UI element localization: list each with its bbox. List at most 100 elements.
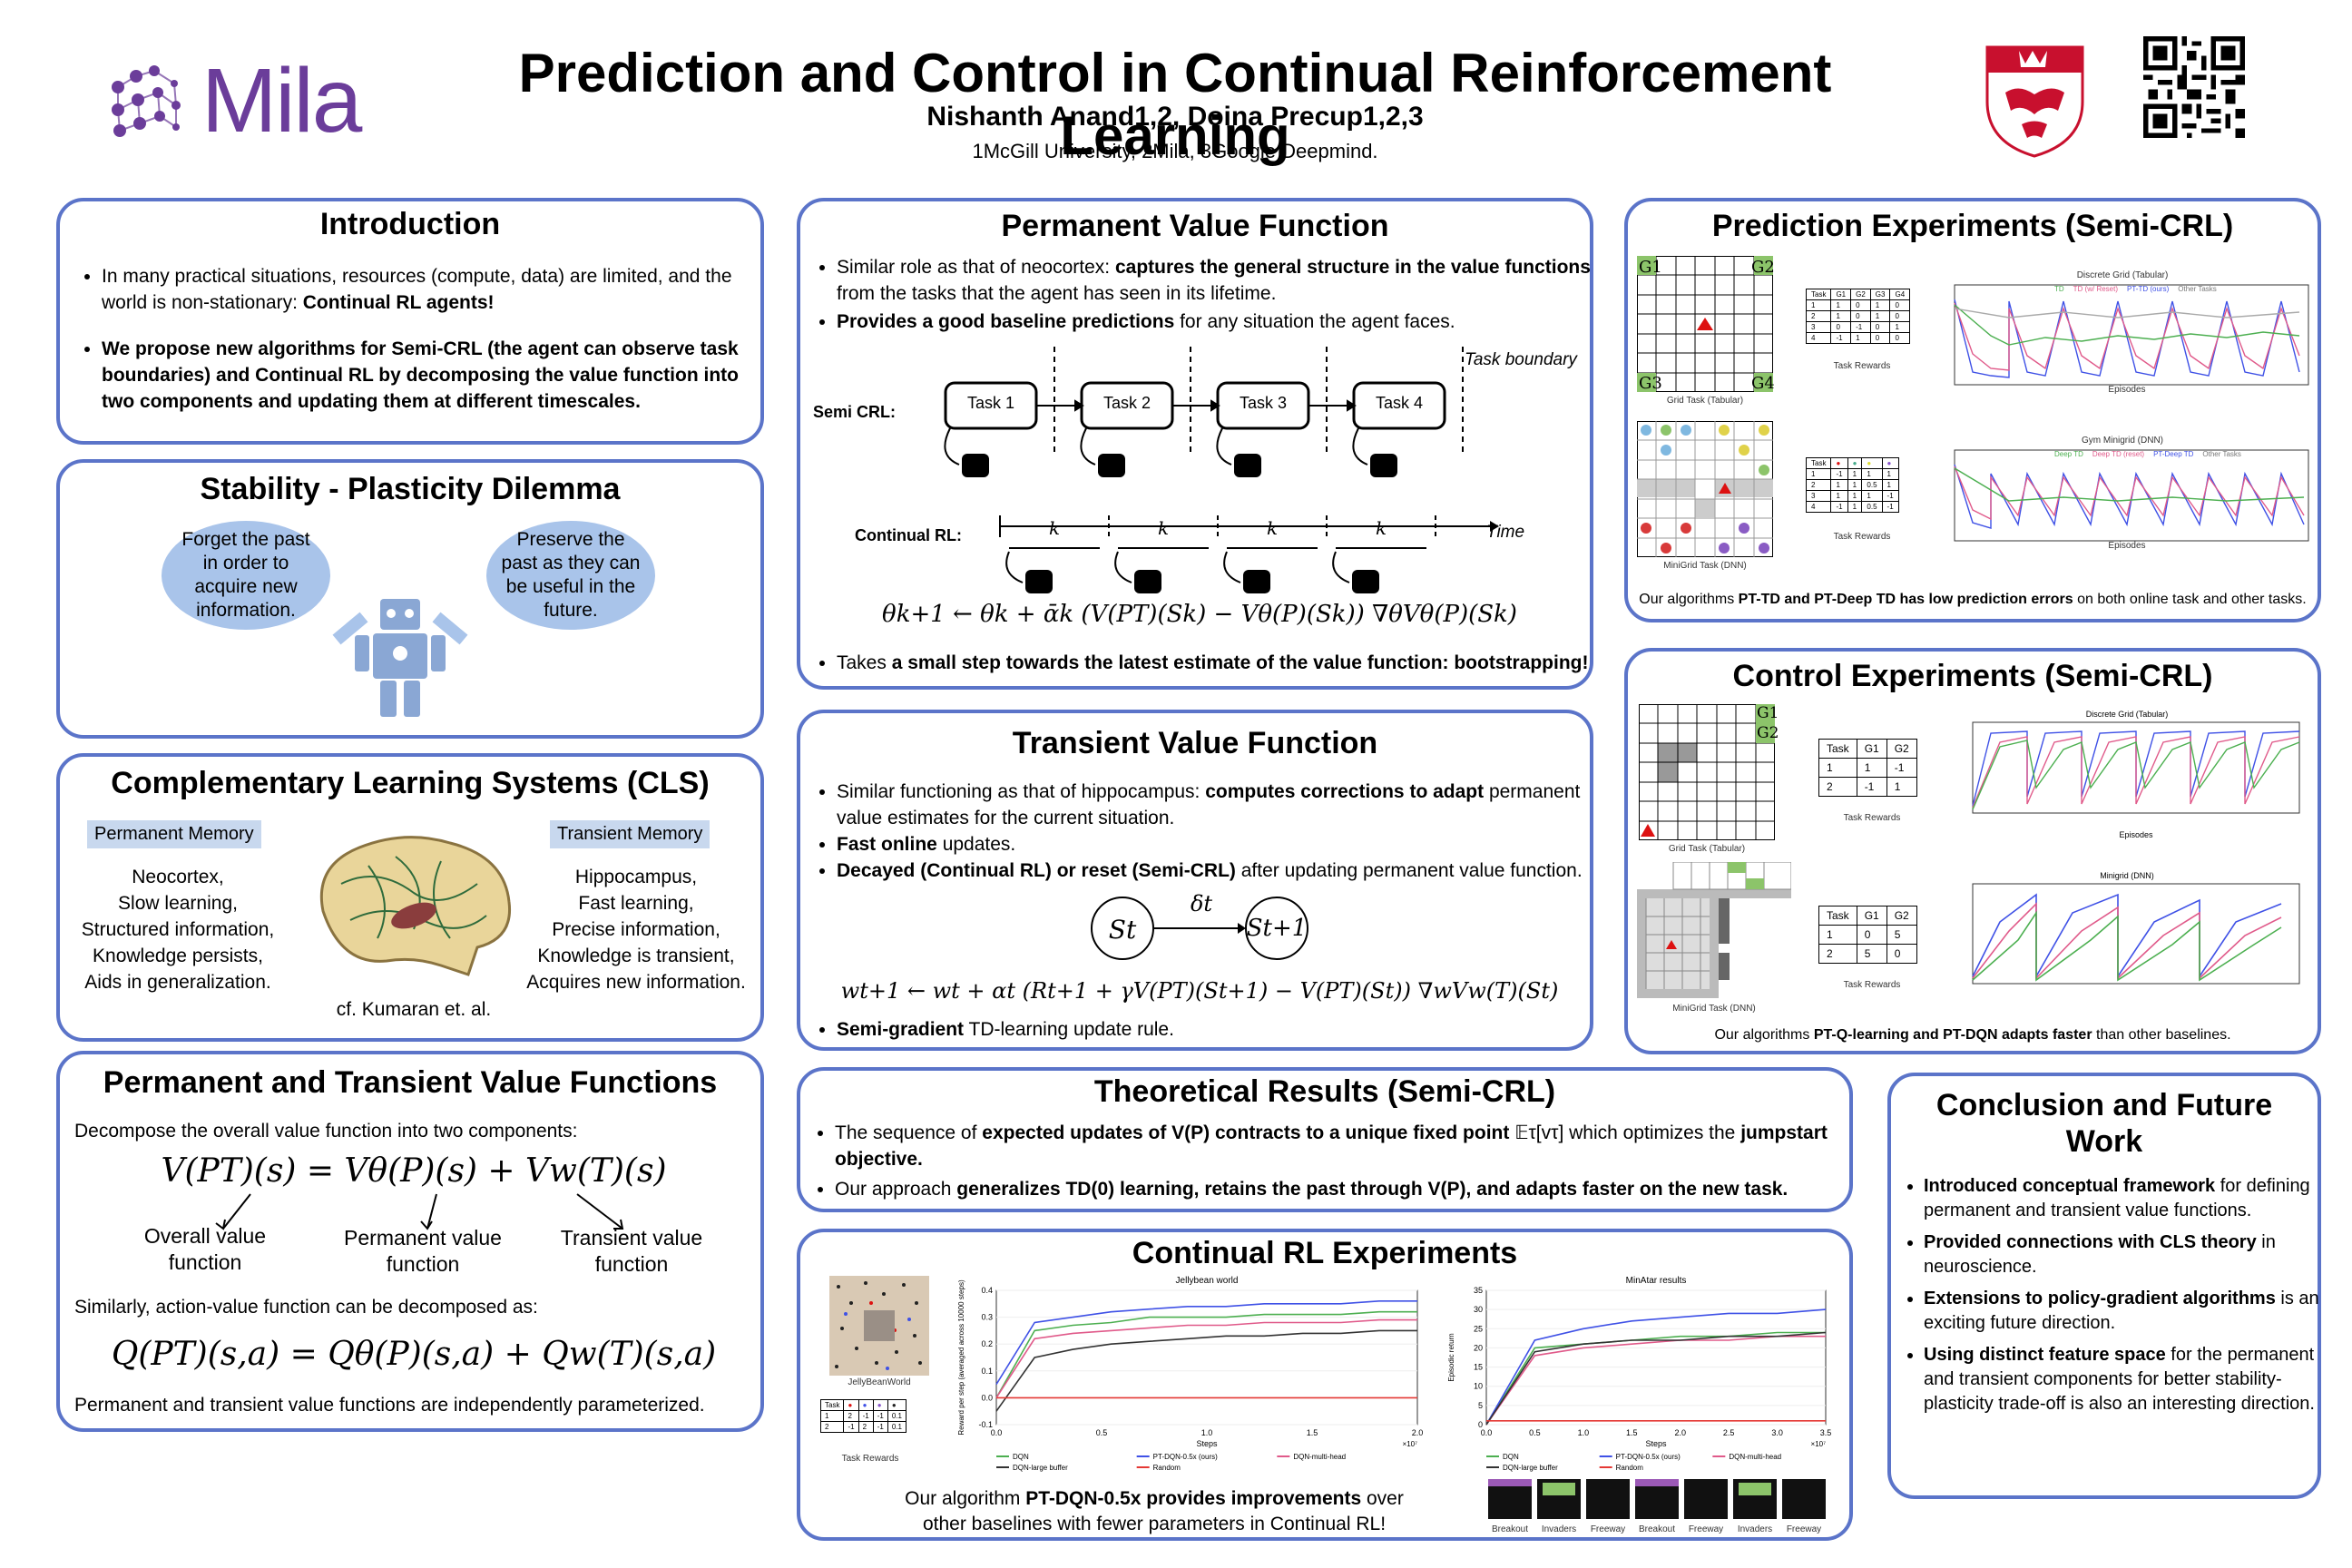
intro-bullet-1: In many practical situations, resources … bbox=[102, 263, 764, 316]
x-tick-label: 3.5 bbox=[1820, 1428, 1832, 1437]
task-3-box: Task 3 bbox=[1239, 394, 1288, 412]
semi-crl-diagram bbox=[944, 347, 1499, 593]
x-tick-label: 2.0 bbox=[1674, 1428, 1686, 1437]
legend-label: DQN-large buffer bbox=[1013, 1464, 1068, 1472]
y-tick-label: 10 bbox=[1474, 1382, 1483, 1391]
game-freeway-1 bbox=[1586, 1479, 1630, 1519]
theory-bullet-2: Our approach generalizes TD(0) learning,… bbox=[835, 1176, 1851, 1202]
game-label-7: Freeway bbox=[1786, 1524, 1822, 1534]
series-line-4 bbox=[1485, 1331, 1827, 1426]
game-freeway-3 bbox=[1782, 1479, 1826, 1519]
game-breakout-2 bbox=[1635, 1479, 1679, 1519]
theory-panel: Theoretical Results (Semi-CRL) The seque… bbox=[797, 1067, 1853, 1212]
legend-label: Random bbox=[1616, 1464, 1644, 1472]
game-label-1: Breakout bbox=[1491, 1524, 1529, 1534]
mila-logo: Mila bbox=[100, 50, 390, 156]
tvf-bullets: Similar functioning as that of hippocamp… bbox=[811, 779, 1599, 893]
control-chart-tabular: Discrete Grid (Tabular) Episodes bbox=[1972, 710, 2300, 839]
label-overall-value: Overall value function bbox=[143, 1224, 267, 1274]
conclusion-item-2: Provided connections with CLS theory in … bbox=[1924, 1230, 2323, 1279]
pvf-update-equation: θk+1 ← θk + ᾱk (V(PT)(Sk) − Vθ(P)(Sk)) ∇… bbox=[882, 601, 1517, 628]
prediction-panel: Prediction Experiments (Semi-CRL) G1 G2 … bbox=[1624, 198, 2321, 622]
prediction-title: Prediction Experiments (Semi-CRL) bbox=[1711, 209, 2234, 243]
pred-chart2-title: Gym Minigrid (DNN) bbox=[2082, 436, 2163, 446]
x-scale-note: ×10⁷ bbox=[1403, 1440, 1418, 1448]
pvf-title: Permanent Value Function bbox=[1001, 209, 1389, 243]
delta-label: δt bbox=[1190, 891, 1213, 916]
brain-icon bbox=[319, 836, 512, 976]
pred-summary: Our algorithms PT-TD and PT-Deep TD has … bbox=[1639, 592, 2307, 607]
task-2-box: Task 2 bbox=[1102, 394, 1152, 412]
equation-arrows bbox=[215, 1193, 624, 1230]
legend-label: DQN bbox=[1503, 1453, 1519, 1461]
y-tick-label: 0.0 bbox=[981, 1393, 993, 1402]
control-grid-g1: G1 bbox=[1757, 704, 1779, 722]
plot-area bbox=[1485, 1289, 1827, 1426]
y-tick-label: 30 bbox=[1474, 1305, 1483, 1314]
ptvf-value-equation: V(PT)(s) = Vθ(P)(s) + Vw(T)(s) bbox=[161, 1152, 667, 1190]
conclusion-item-1: Introduced conceptual framework for defi… bbox=[1924, 1174, 2323, 1223]
task-4-box: Task 4 bbox=[1375, 394, 1424, 412]
control-chart-dnn: Minigrid (DNN) bbox=[1972, 871, 2300, 985]
conclusion-bullets: Introduced conceptual framework for defi… bbox=[1898, 1174, 2323, 1426]
theory-bullets: The sequence of expected updates of V(P)… bbox=[809, 1120, 1851, 1211]
svg-text:Minigrid (DNN): Minigrid (DNN) bbox=[2100, 871, 2154, 880]
series-line-2 bbox=[1485, 1308, 1827, 1426]
pred-grid-label-g3: G3 bbox=[1639, 374, 1662, 393]
pred-chart2-legend: Deep TD Deep TD (reset) PT-Deep TD Other… bbox=[2054, 450, 2241, 458]
chart-title: MinAtar results bbox=[1626, 1276, 1687, 1286]
y-tick-label: 15 bbox=[1474, 1363, 1483, 1372]
chart-title: Jellybean world bbox=[1176, 1276, 1239, 1286]
mila-network-icon bbox=[112, 65, 181, 137]
mcgill-crest-icon bbox=[1985, 45, 2084, 158]
intro-title: Introduction bbox=[319, 207, 501, 241]
control-reward-caption-2: Task Rewards bbox=[1843, 980, 1901, 990]
pred-chart2-xlabel: Episodes bbox=[2108, 541, 2146, 551]
transient-memory-list: Hippocampus, Fast learning, Precise info… bbox=[526, 867, 746, 993]
k-label-2: k bbox=[1158, 517, 1170, 539]
ptvf-footer: Permanent and transient value functions … bbox=[74, 1395, 705, 1416]
control-grid-caption: Grid Task (Tabular) bbox=[1668, 844, 1746, 854]
qr-code[interactable] bbox=[2143, 36, 2245, 138]
pvf-bullet-1: Similar role as that of neocortex: captu… bbox=[837, 254, 1599, 307]
permanent-memory-tag: Permanent Memory bbox=[87, 820, 261, 848]
pvf-bullet-2: Provides a good baseline predictions for… bbox=[837, 309, 1599, 335]
pred-chart1-xlabel: Episodes bbox=[2108, 385, 2146, 395]
stability-panel: Stability - Plasticity Dilemma Forget th… bbox=[56, 459, 764, 739]
prediction-grid-task bbox=[1637, 256, 1773, 392]
pvf-panel: Permanent Value Function Similar role as… bbox=[797, 198, 1593, 690]
tvf-bullet-4: Semi-gradient TD-learning update rule. bbox=[837, 1016, 1599, 1043]
pred-chart1-title: Discrete Grid (Tabular) bbox=[2076, 270, 2169, 280]
legend-label: PT-DQN-0.5x (ours) bbox=[1153, 1453, 1218, 1461]
tvf-panel: Transient Value Function Similar functio… bbox=[797, 710, 1593, 1051]
conclusion-item-4: Using distinct feature space for the per… bbox=[1924, 1343, 2323, 1416]
permanent-memory-list: Neocortex, Slow learning, Structured inf… bbox=[81, 867, 275, 993]
stability-title: Stability - Plasticity Dilemma bbox=[200, 472, 621, 506]
x-tick-label: 2.5 bbox=[1723, 1428, 1735, 1437]
tvf-bullet-3: Decayed (Continual RL) or reset (Semi-CR… bbox=[837, 858, 1599, 884]
series-line-2 bbox=[995, 1300, 1417, 1386]
x-axis-label: Steps bbox=[1196, 1439, 1218, 1448]
intro-bullet-2: We propose new algorithms for Semi-CRL (… bbox=[102, 336, 764, 415]
label-transient-value: Transient value function bbox=[560, 1226, 703, 1276]
control-minigrid-task bbox=[1637, 862, 1791, 998]
legend-label: Random bbox=[1153, 1464, 1181, 1472]
control-grid-g2: G2 bbox=[1757, 724, 1779, 742]
series-line-4 bbox=[995, 1329, 1417, 1412]
ptvf-similarly: Similarly, action-value function can be … bbox=[74, 1297, 538, 1318]
theory-bullet-1: The sequence of expected updates of V(P)… bbox=[835, 1120, 1851, 1172]
bubble-preserve: Preserve the past as they can be useful … bbox=[486, 521, 655, 630]
y-tick-label: 0 bbox=[1478, 1420, 1483, 1429]
ptvf-intro: Decompose the overall value function int… bbox=[74, 1121, 578, 1142]
control-summary: Our algorithms PT-Q-learning and PT-DQN … bbox=[1714, 1027, 2231, 1043]
x-tick-label: 0.0 bbox=[1481, 1428, 1493, 1437]
pred-grid-label-g1: G1 bbox=[1639, 258, 1662, 277]
control-reward-caption-1: Task Rewards bbox=[1843, 813, 1901, 823]
jellybean-world-image bbox=[829, 1276, 929, 1376]
robot-icon bbox=[332, 599, 468, 717]
pred-minigrid-caption: MiniGrid Task (DNN) bbox=[1663, 561, 1747, 571]
